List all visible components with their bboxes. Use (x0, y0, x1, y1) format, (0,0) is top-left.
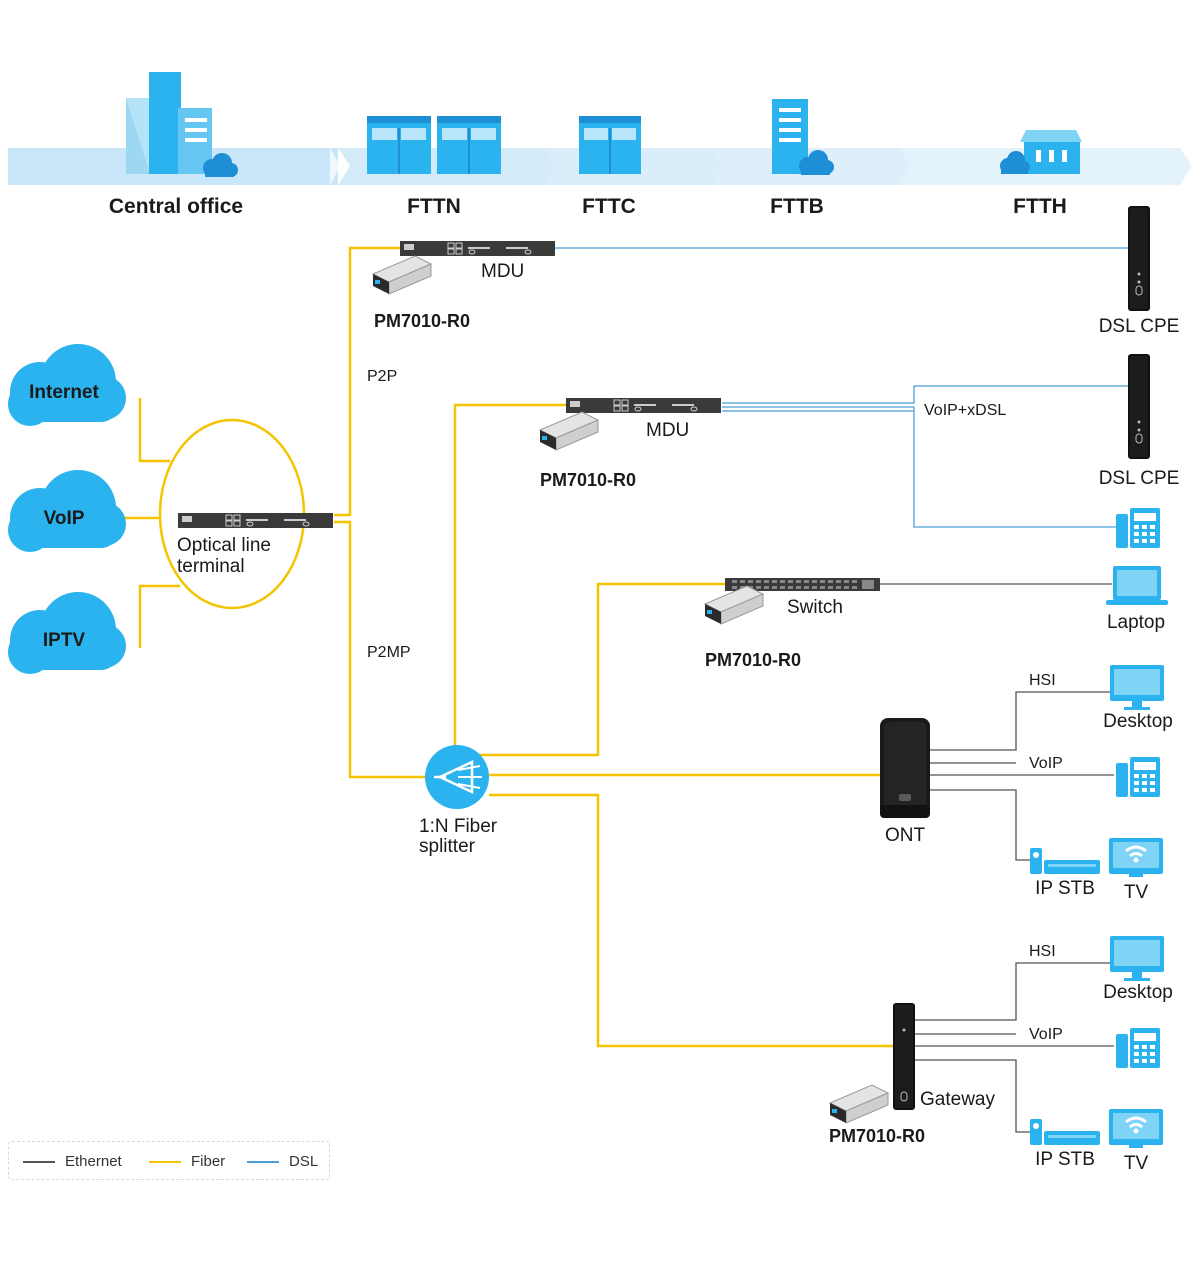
gateway-module-label: PM7010-R0 (829, 1126, 925, 1146)
cloud-label-iptv: IPTV (43, 630, 86, 651)
dsl-cpe-1-label: DSL CPE (1099, 316, 1180, 337)
legend-item-dsl: DSL (247, 1153, 318, 1170)
ont-device-icon (880, 718, 930, 818)
phone-1-icon (1116, 508, 1160, 548)
fiber-lines (117, 246, 893, 1048)
mdu1-sfp-module-icon (372, 255, 432, 295)
switch-label: Switch (787, 597, 843, 618)
mdu1-device-icon (399, 240, 556, 257)
gateway-sfp-module-icon (829, 1084, 889, 1124)
laptop-icon (1106, 566, 1168, 605)
stage-label-ftth: FTTH (1013, 195, 1067, 218)
fiber-p2p-line (334, 246, 400, 517)
iptv-cloud (8, 592, 126, 674)
dsl-cpe-2-icon (1127, 353, 1151, 460)
switch-device-icon (725, 578, 880, 591)
mdu2-label: MDU (646, 420, 689, 441)
ip-stb-1-icon (1030, 848, 1100, 874)
olt-label-line2: terminal (177, 556, 245, 577)
dsl-mdu2-phone-line (913, 407, 1118, 528)
ethernet-lines (880, 583, 1114, 1133)
ont-label: ONT (885, 825, 926, 846)
mdu1-module-label: PM7010-R0 (374, 311, 470, 331)
legend-label-dsl: DSL (289, 1153, 319, 1170)
phone-2-icon (1116, 757, 1160, 797)
voip-cloud (8, 470, 126, 552)
ftth-house-icon (1000, 130, 1082, 174)
ip-stb-2-icon (1030, 1119, 1100, 1145)
dsl-lines (555, 247, 1129, 528)
desktop-2-icon (1110, 936, 1164, 981)
cloud-label-internet: Internet (29, 382, 99, 403)
olt-device-icon (177, 512, 334, 529)
legend-item-fiber: Fiber (149, 1153, 225, 1170)
fiber-splitter-icon (425, 745, 489, 809)
legend-label-ethernet: Ethernet (65, 1153, 122, 1170)
gateway-device-icon (893, 1003, 915, 1110)
fttc-cabinet-icon (579, 116, 641, 174)
olt-label-line1: Optical line (177, 535, 271, 556)
stage-label-fttb: FTTB (770, 195, 824, 218)
fiber-splitter-mdu-line (453, 403, 566, 757)
switch-module-label: PM7010-R0 (705, 650, 801, 670)
dsl-mdu2-cpe-line (722, 385, 1129, 404)
mdu2-module-label: PM7010-R0 (540, 470, 636, 490)
desktop-1-label: Desktop (1103, 711, 1173, 732)
gateway-label: Gateway (920, 1089, 995, 1110)
dsl-cpe-2-label: DSL CPE (1099, 468, 1180, 489)
splitter-label-line2: splitter (419, 836, 476, 857)
ethernet-gw-hsi-line (912, 962, 1110, 1021)
internet-cloud (8, 344, 126, 426)
fiber-internet-line (138, 398, 170, 463)
tv-2-icon (1107, 1107, 1165, 1150)
tv-1-label: TV (1124, 882, 1149, 903)
ip-stb-1-label: IP STB (1035, 878, 1095, 899)
hsi-2-label: HSI (1029, 943, 1056, 960)
switch-sfp-module-icon (704, 585, 764, 625)
splitter-label-line1: 1:N Fiber (419, 816, 498, 837)
voip-xdsl-label: VoIP+xDSL (924, 402, 1006, 419)
stage-label-fttn: FTTN (407, 195, 461, 218)
fttn-cabinet-icon (367, 116, 501, 174)
ip-stb-2-label: IP STB (1035, 1149, 1095, 1170)
legend-swatch-fiber (149, 1160, 181, 1163)
fiber-splitter-switch-line (489, 582, 725, 757)
ethernet-gw-stb-line (912, 1059, 1030, 1133)
legend-label-fiber: Fiber (191, 1153, 226, 1170)
desktop-2-label: Desktop (1103, 982, 1173, 1003)
stage-label-central-office: Central office (109, 195, 243, 218)
central-office-building-icon (126, 72, 238, 177)
p2mp-label: P2MP (367, 644, 411, 661)
voip-1-label: VoIP (1029, 755, 1063, 772)
legend-swatch-dsl (247, 1160, 279, 1163)
fiber-splitter-gateway-line (489, 793, 893, 1048)
legend-swatch-ethernet (23, 1160, 55, 1163)
cloud-label-voip: VoIP (44, 508, 85, 529)
legend-item-ethernet: Ethernet (23, 1153, 122, 1170)
tv-1-icon (1107, 836, 1165, 879)
p2p-label: P2P (367, 368, 397, 385)
voip-2-label: VoIP (1029, 1026, 1063, 1043)
desktop-1-icon (1110, 665, 1164, 710)
hsi-1-label: HSI (1029, 672, 1056, 689)
legend: Ethernet Fiber DSL (8, 1141, 330, 1180)
tv-2-label: TV (1124, 1153, 1149, 1174)
phone-3-icon (1116, 1028, 1160, 1068)
laptop-label: Laptop (1107, 612, 1165, 633)
fttb-building-icon (772, 99, 834, 175)
mdu2-sfp-module-icon (539, 411, 599, 451)
ethernet-ont-hsi-line (930, 691, 1110, 751)
mdu2-device-icon (565, 397, 722, 414)
fiber-p2mp-line (334, 520, 426, 779)
ethernet-ont-stb-line (930, 789, 1030, 861)
stage-label-fttc: FTTC (582, 195, 636, 218)
fiber-iptv-line (138, 584, 180, 648)
mdu1-label: MDU (481, 261, 524, 282)
dsl-cpe-1-icon (1127, 205, 1151, 312)
